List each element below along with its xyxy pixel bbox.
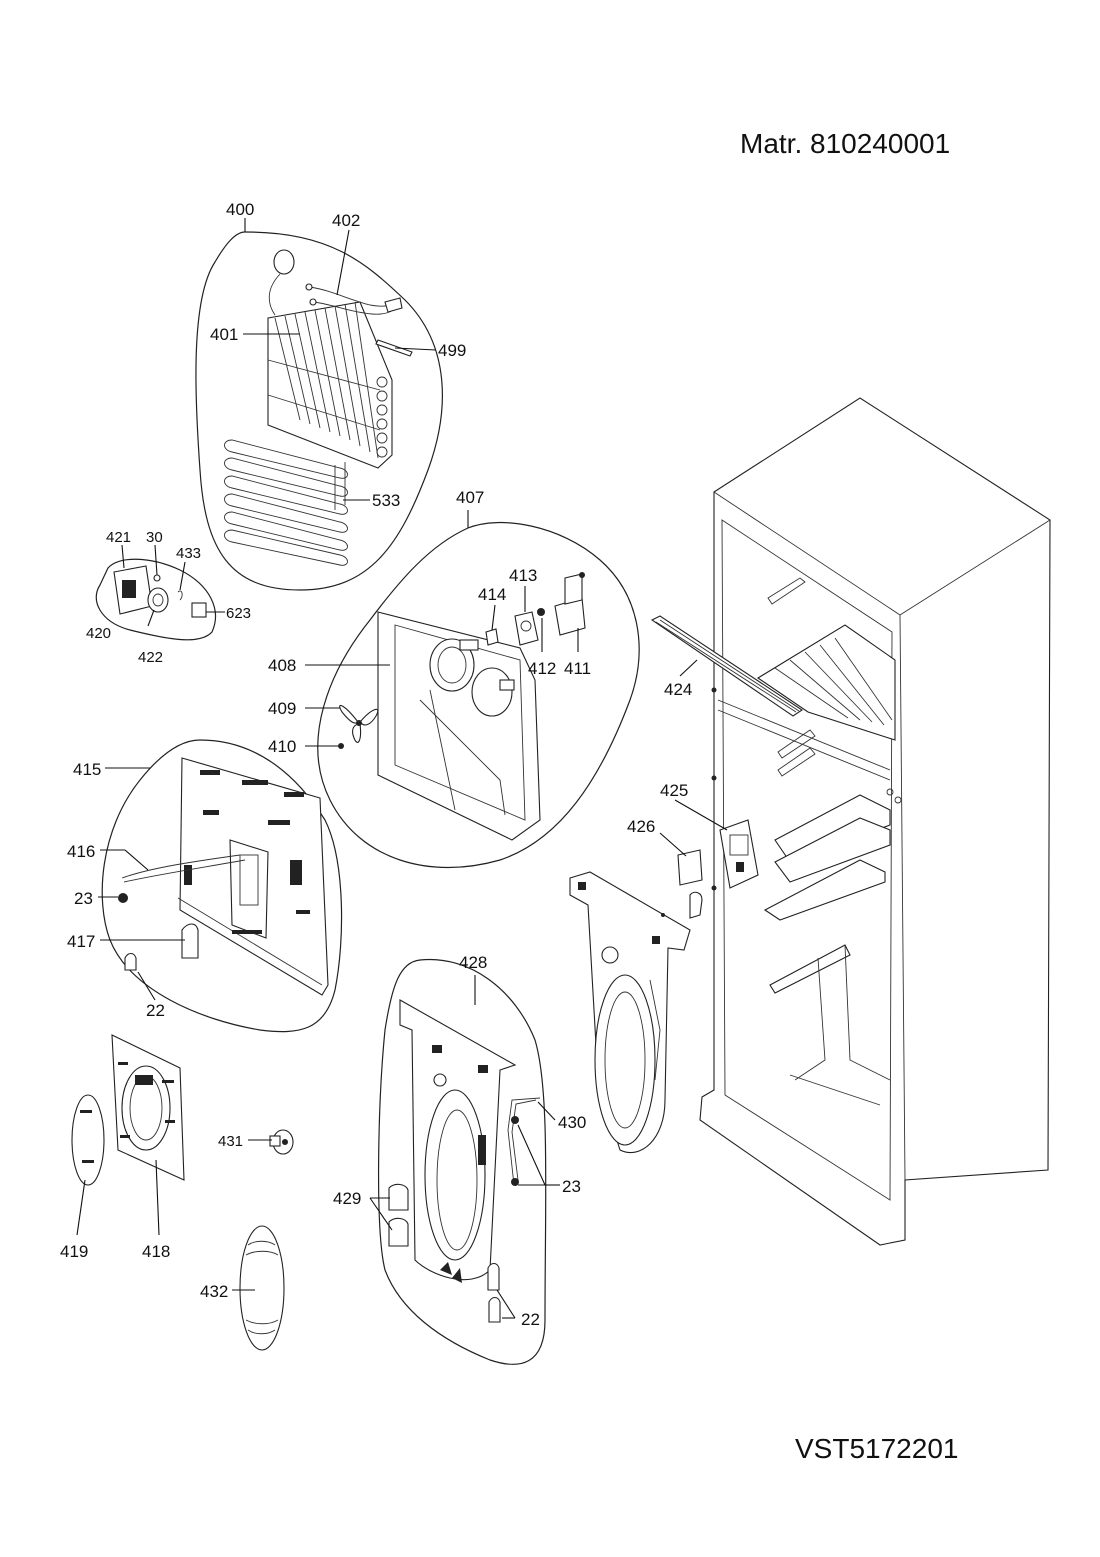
fridge-door-bins (763, 794, 891, 1106)
refrigerator-cabinet (699, 397, 1051, 1246)
fan-cover-plate (377, 611, 541, 841)
thermostat-housing (113, 565, 207, 618)
callout-401: 401 (210, 325, 238, 344)
fan-cover-group: 407 413 414 412 411 408 409 410 (268, 488, 640, 869)
callout-418: 418 (142, 1242, 170, 1261)
dispenser-frame (569, 871, 691, 1154)
callout-499: 499 (438, 341, 466, 360)
connector-23-a (118, 893, 128, 903)
peg-22-a (124, 952, 137, 971)
callout-419: 419 (60, 1242, 88, 1261)
callout-420: 420 (86, 625, 111, 642)
callout-414: 414 (478, 585, 506, 604)
thermostat-group: 421 30 433 623 420 422 (86, 529, 251, 666)
callout-623: 623 (226, 605, 251, 622)
diagram-code: VST5172201 (795, 1433, 959, 1464)
freezer-shelf (756, 624, 896, 741)
group-outline-400 (195, 231, 443, 591)
freezer-rails (767, 577, 816, 777)
front-cover-418 (111, 1034, 185, 1181)
callout-412: 412 (528, 659, 556, 678)
callout-425: 425 (660, 781, 688, 800)
defrost-heater-coil (224, 439, 348, 566)
callout-424: 424 (664, 680, 692, 699)
callout-533: 533 (372, 491, 400, 510)
dispenser-wiring (507, 1097, 541, 1186)
callout-433: 433 (176, 545, 201, 562)
cover-432 (239, 1225, 285, 1351)
group-outline-415 (101, 739, 343, 1033)
dispenser-housing-part (399, 999, 517, 1283)
clip-417 (181, 923, 199, 959)
group-outline-407 (317, 521, 640, 869)
callout-415: 415 (73, 760, 101, 779)
material-number: Matr. 810240001 (740, 128, 951, 159)
callout-22-a: 22 (146, 1001, 165, 1020)
control-panel-housing (177, 757, 329, 996)
switch-housing-425 (719, 819, 759, 889)
evaporator-fins (267, 301, 393, 469)
callout-30: 30 (146, 529, 163, 546)
fan-motor (514, 608, 545, 646)
lens-419 (71, 1094, 105, 1186)
peg-22-b-bottom (488, 1296, 501, 1323)
callout-409: 409 (268, 699, 296, 718)
knob-431 (269, 1129, 294, 1155)
callout-417: 417 (67, 932, 95, 951)
fan-blade (339, 704, 379, 743)
callout-413: 413 (509, 566, 537, 585)
callout-422: 422 (138, 649, 163, 666)
callout-411: 411 (564, 659, 591, 678)
motor-bracket (554, 572, 586, 636)
group-outline-428 (377, 958, 547, 1365)
control-panel-group: 415 416 23 417 22 (67, 739, 343, 1033)
callout-22-b: 22 (521, 1310, 540, 1329)
callout-402: 402 (332, 211, 360, 230)
callout-400: 400 (226, 200, 254, 219)
clip-429-b (388, 1217, 409, 1247)
dispenser-housing-group: 428 430 23 429 22 (333, 953, 586, 1365)
callout-426: 426 (627, 817, 655, 836)
callout-23-a: 23 (74, 889, 93, 908)
callout-431: 431 (218, 1133, 243, 1150)
callout-407: 407 (456, 488, 484, 507)
evaporator-assembly-group: 400 402 401 499 533 (195, 200, 466, 591)
fan-screw (338, 743, 344, 749)
thermal-fuse-cable (268, 249, 413, 357)
callout-428: 428 (459, 953, 487, 972)
callout-421: 421 (106, 529, 131, 546)
callout-416: 416 (67, 842, 95, 861)
callout-430: 430 (558, 1113, 586, 1132)
group-outline-420 (95, 558, 216, 641)
bracket-426 (661, 849, 703, 919)
wiring-harness (121, 854, 241, 879)
callout-432: 432 (200, 1282, 228, 1301)
fan-clip (485, 628, 499, 646)
callout-429: 429 (333, 1189, 361, 1208)
callout-408: 408 (268, 656, 296, 675)
clip-429-a (388, 1183, 409, 1211)
rail-424 (650, 615, 803, 717)
peg-22-b-top (487, 1262, 500, 1291)
callout-410: 410 (268, 737, 296, 756)
callout-23-b: 23 (562, 1177, 581, 1196)
